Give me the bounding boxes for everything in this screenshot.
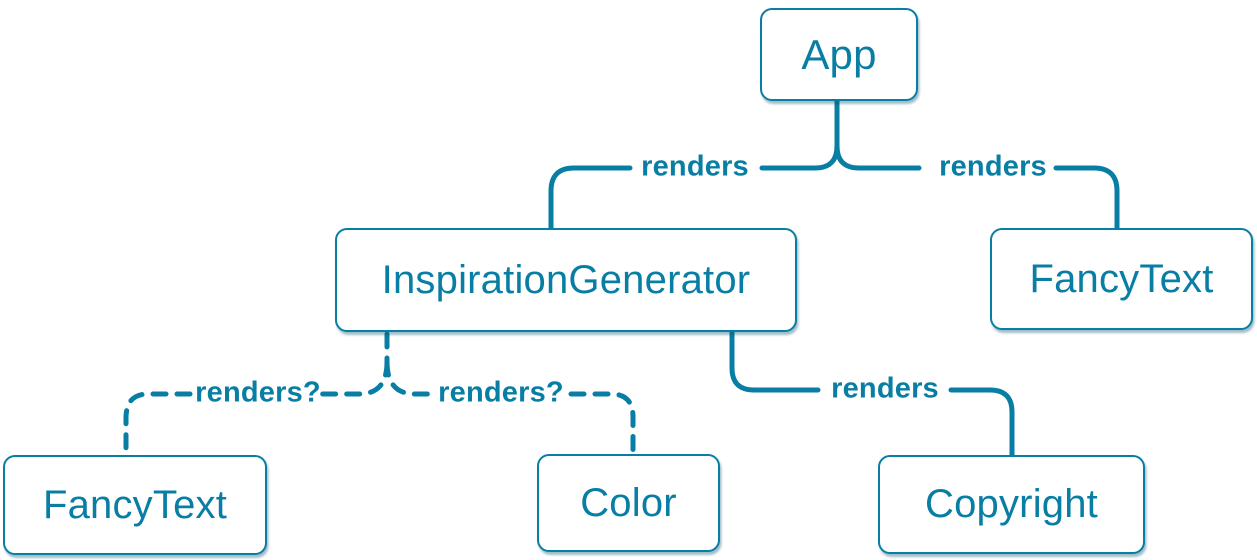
node-fancy-text-top-label: FancyText	[1029, 256, 1214, 301]
edge-label-inspiration-generator-to-fancy-text: renders?	[195, 376, 321, 409]
node-inspiration-generator: InspirationGenerator	[335, 228, 797, 332]
edge-label-app-to-inspiration-generator: renders	[641, 150, 749, 183]
edge-app-to-fancy-text-line	[834, 98, 922, 171]
node-fancy-text-bottom-label: FancyText	[42, 482, 228, 527]
node-color-label: Color	[580, 480, 677, 525]
edge-inspiration-generator-to-copyright-tail	[948, 387, 1015, 459]
node-app: App	[760, 8, 918, 101]
edge-inspiration-generator-to-copyright-line	[729, 330, 821, 393]
edge-app-to-inspiration-generator-tail	[548, 165, 633, 232]
edge-label-inspiration-generator-to-color: renders?	[438, 376, 564, 409]
edge-inspiration-generator-to-color-tail	[568, 391, 636, 453]
node-copyright: Copyright	[878, 455, 1145, 554]
node-fancy-text-bottom: FancyText	[3, 455, 267, 555]
node-inspiration-generator-label: InspirationGenerator	[381, 257, 751, 302]
edge-inspiration-generator-to-color-line	[384, 359, 434, 397]
edge-label-inspiration-generator-to-copyright: renders	[831, 372, 939, 405]
edge-inspiration-generator-to-fancy-text-tail	[123, 391, 193, 455]
node-copyright-label: Copyright	[925, 482, 1098, 526]
edge-label-app-to-fancy-text: renders	[939, 150, 1047, 183]
node-color: Color	[537, 454, 720, 552]
node-app-label: App	[801, 30, 877, 78]
node-fancy-text-top: FancyText	[990, 228, 1253, 330]
edge-app-to-fancy-text-tail	[1053, 165, 1120, 232]
edge-app-to-inspiration-generator-line	[759, 98, 840, 171]
edge-inspiration-generator-to-fancy-text-line	[311, 359, 390, 397]
